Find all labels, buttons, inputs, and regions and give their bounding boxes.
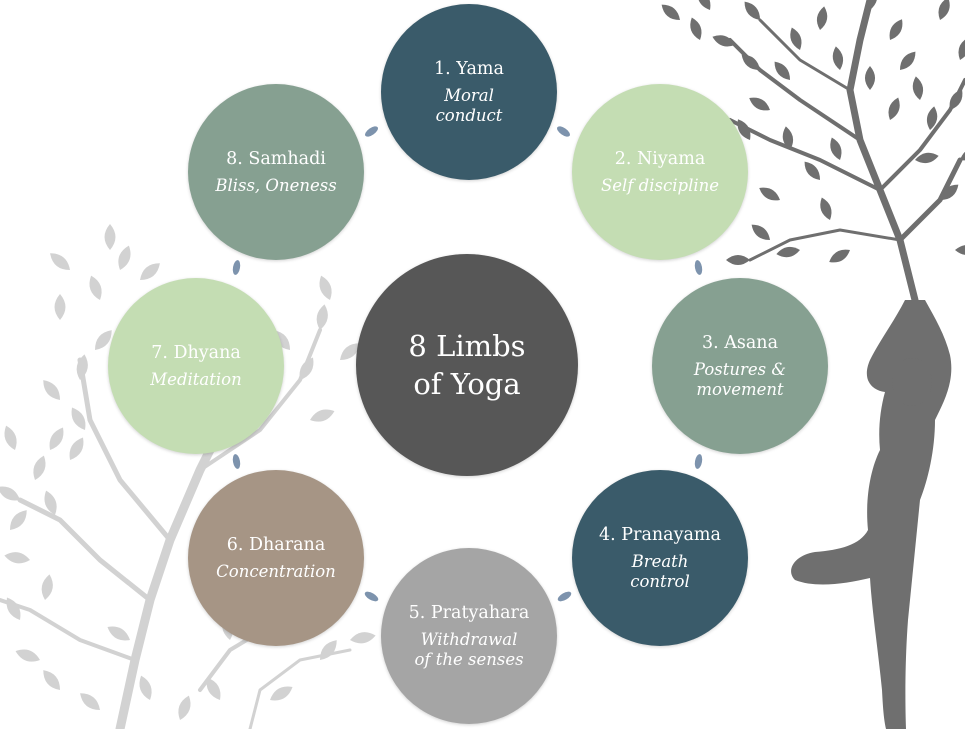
center-hub: 8 Limbs of Yoga bbox=[356, 254, 578, 476]
limb-description-line-1: Postures & bbox=[693, 359, 787, 379]
limb-yama: 1. Yama Moral conduct bbox=[381, 4, 557, 180]
limb-description: Concentration bbox=[198, 562, 354, 582]
limb-dharana: 6. Dharana Concentration bbox=[188, 470, 364, 646]
limb-name: 4. Pranayama bbox=[599, 524, 721, 545]
yoga-tree-pose-figure bbox=[791, 300, 952, 729]
center-title-line-1: 8 Limbs bbox=[408, 328, 526, 363]
limb-description: Moral conduct bbox=[418, 86, 521, 126]
limb-description-line-1: Concentration bbox=[216, 561, 336, 581]
limb-samhadi: 8. Samhadi Bliss, Oneness bbox=[188, 84, 364, 260]
limb-name: 7. Dhyana bbox=[151, 342, 241, 363]
limb-description-line-2: of the senses bbox=[414, 649, 524, 669]
limb-name: 1. Yama bbox=[434, 58, 504, 79]
limb-description: Meditation bbox=[132, 370, 259, 390]
limb-pranayama: 4. Pranayama Breath control bbox=[572, 470, 748, 646]
limb-description-line-1: Self discipline bbox=[600, 175, 720, 195]
limb-description-line-2: control bbox=[630, 571, 690, 591]
limb-description: Breath control bbox=[612, 552, 708, 592]
center-title-line-2: of Yoga bbox=[413, 367, 521, 401]
limb-name: 5. Pratyahara bbox=[408, 602, 530, 623]
limb-name: 6. Dharana bbox=[226, 534, 326, 555]
limb-description-line-2: conduct bbox=[435, 105, 503, 125]
limb-name: 8. Samhadi bbox=[226, 148, 326, 169]
limb-description-line-1: Bliss, Oneness bbox=[215, 175, 337, 195]
limb-niyama: 2. Niyama Self discipline bbox=[572, 84, 748, 260]
limb-description-line-1: Withdrawal bbox=[420, 629, 518, 649]
limb-description: Self discipline bbox=[583, 176, 737, 196]
limb-description: Bliss, Oneness bbox=[197, 176, 354, 196]
limb-name: 3. Asana bbox=[701, 332, 778, 353]
limb-name: 2. Niyama bbox=[614, 148, 706, 169]
limb-description: Postures & movement bbox=[676, 360, 804, 400]
limb-pratyahara: 5. Pratyahara Withdrawal of the senses bbox=[381, 548, 557, 724]
limb-description-line-1: Breath bbox=[631, 551, 689, 571]
limb-asana: 3. Asana Postures & movement bbox=[652, 278, 828, 454]
limb-description-line-1: Moral bbox=[444, 85, 494, 105]
limb-description-line-1: Meditation bbox=[150, 369, 242, 389]
limb-description: Withdrawal of the senses bbox=[396, 630, 541, 670]
limb-description-line-2: movement bbox=[696, 379, 784, 399]
limb-dhyana: 7. Dhyana Meditation bbox=[108, 278, 284, 454]
